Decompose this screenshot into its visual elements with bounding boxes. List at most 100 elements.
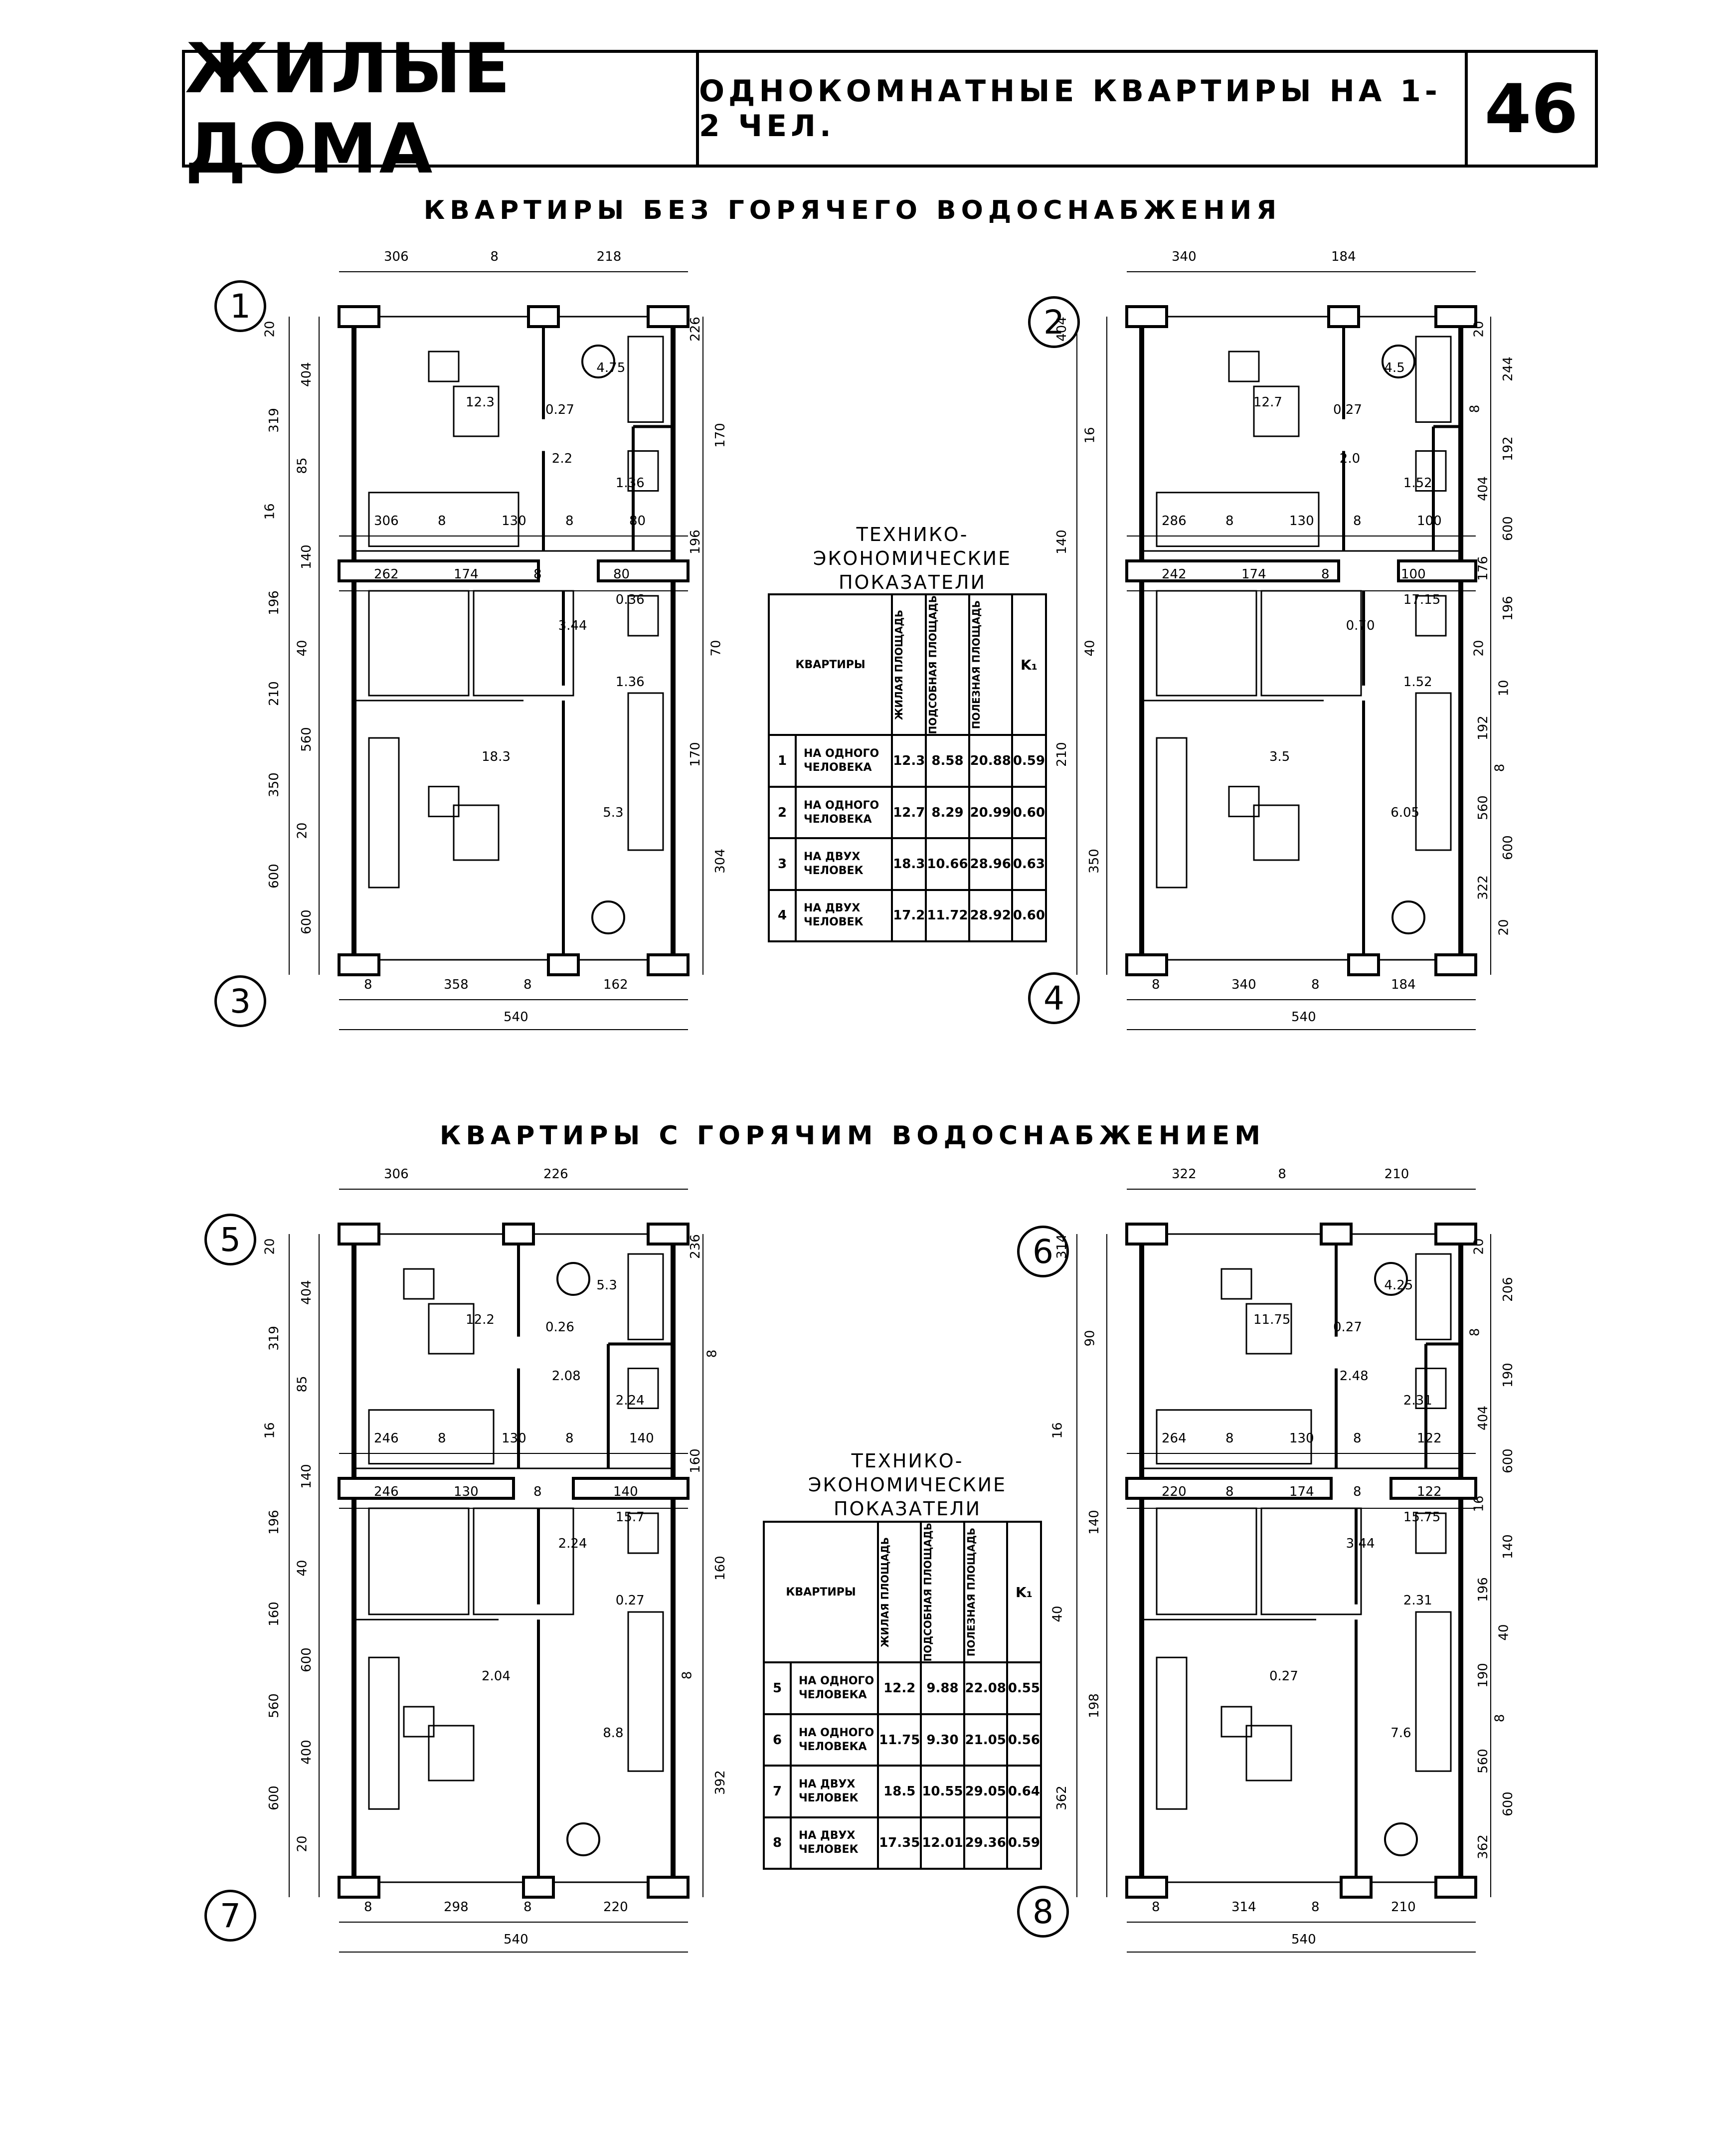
plan-3-kitchen-unit (627, 1611, 664, 1772)
dim-mid-label: 246 (374, 1431, 399, 1446)
k1-value-cell: 0.63 (1011, 837, 1047, 891)
plan-4-kitchen-unit (1415, 1611, 1452, 1772)
dim-right-label: 304 (712, 848, 728, 874)
dim-bottom-label: 210 (1391, 1900, 1416, 1915)
dim-left-label: 404 (299, 1280, 314, 1305)
plan-4-pier (1320, 1223, 1353, 1246)
plan-2-sink (1382, 345, 1415, 378)
dim-right-label: 244 (1500, 357, 1516, 381)
dim-bottom-label: 220 (603, 1900, 628, 1915)
useful-area-cell: 21.05 (963, 1713, 1008, 1767)
dim-left-label: 85 (295, 1376, 310, 1393)
dim-right-label: 600 (1500, 1791, 1516, 1816)
dim-right-label: 362 (1475, 1834, 1491, 1859)
dim-left-label: 319 (266, 1326, 282, 1351)
plan-3-bath-fixture (627, 1512, 659, 1554)
plan-3-kitchen-unit (627, 1253, 664, 1340)
column-header-useful-area: ПОЛЕЗНАЯ ПЛОЩАДЬ (963, 1520, 1008, 1664)
dim-mid-label: 8 (1225, 1484, 1234, 1499)
plan-4-table (1245, 1303, 1292, 1355)
dim-bottom-label: 8 (364, 1900, 372, 1915)
dim-mid-label: 8 (438, 514, 446, 529)
plan-1-bed (368, 590, 470, 697)
plan-4-sink (1374, 1262, 1408, 1296)
plan-2-pier (1347, 953, 1380, 976)
dim-right-label: 392 (712, 1770, 728, 1795)
room-area-label: 2.31 (1403, 1593, 1432, 1608)
plan-1-sink (581, 345, 615, 378)
plan-3-pier (647, 1876, 690, 1899)
room-area-label: 2.2 (551, 451, 573, 466)
k1-value-cell: 0.55 (1006, 1661, 1042, 1715)
dim-mid-label: 220 (1162, 1484, 1187, 1499)
auxiliary-area-cell: 10.55 (920, 1765, 965, 1818)
plan-2-chair (1228, 351, 1260, 382)
room-area-label: 15.75 (1403, 1509, 1441, 1525)
dim-mid-label: 8 (1225, 1431, 1234, 1446)
room-area-label: 2.08 (551, 1368, 581, 1384)
room-area-label: 0.27 (1269, 1669, 1298, 1684)
plan-4-pier (1340, 1876, 1373, 1899)
dim-right-label: 140 (1500, 1534, 1516, 1559)
dim-left-label: 404 (1054, 317, 1069, 342)
room-area-label: 2.0 (1339, 451, 1361, 466)
dim-right-label: 196 (1500, 596, 1516, 621)
plan-1-bed (473, 590, 574, 697)
living-area-cell: 17.2 (891, 889, 927, 943)
dim-right-label: 600 (1500, 1448, 1516, 1473)
plan-3-sink (556, 1262, 590, 1296)
dim-left-label: 140 (299, 544, 314, 569)
dim-right-label: 20 (1471, 321, 1487, 338)
dim-top-label: 8 (490, 249, 499, 264)
apartment-number-cell: 3 (768, 837, 797, 891)
dim-total-label: 540 (504, 1010, 528, 1025)
indicators-heading-1-line2: ПОКАЗАТЕЛИ (838, 571, 987, 593)
plan-badge-4: 4 (1028, 972, 1080, 1024)
column-header-apartments: КВАРТИРЫ (762, 1520, 879, 1664)
plan-2-wardrobe (1156, 737, 1188, 889)
dim-left-label: 16 (262, 1422, 278, 1439)
apartment-number-cell: 1 (768, 734, 797, 788)
room-area-label: 18.3 (482, 749, 511, 764)
dim-mid-label: 246 (374, 1484, 399, 1499)
dim-left-label: 210 (266, 681, 282, 707)
dim-left-label: 16 (1082, 427, 1098, 444)
plan-4-chair (1220, 1268, 1252, 1300)
room-area-label: 3.44 (1346, 1536, 1375, 1551)
living-area-cell: 12.7 (891, 785, 927, 840)
dim-right-label: 40 (1496, 1624, 1512, 1641)
dim-top-label: 306 (384, 1167, 409, 1182)
plan-badge-2: 2 (1028, 296, 1080, 348)
column-header-apartments: КВАРТИРЫ (767, 593, 893, 736)
dim-bottom-label: 8 (1311, 977, 1320, 992)
apartment-number-cell: 2 (768, 785, 797, 840)
dim-left-label: 600 (299, 1647, 314, 1673)
useful-area-cell: 20.88 (968, 734, 1013, 788)
plan-4-pier (1125, 1223, 1168, 1246)
plan-2-kitchen-unit (1415, 336, 1452, 423)
dim-mid-label: 122 (1417, 1484, 1442, 1499)
plan-2-pier (1434, 953, 1477, 976)
dim-mid-label: 174 (1289, 1484, 1314, 1499)
k1-value-cell: 0.59 (1011, 734, 1047, 788)
dim-left-label: 40 (295, 1560, 310, 1577)
plan-2-chair (1228, 786, 1260, 817)
plan-4-pier (1434, 1223, 1477, 1246)
plan-2-kitchen-unit (1415, 692, 1452, 851)
room-area-label: 2.24 (615, 1393, 645, 1408)
plan-1-slab (597, 559, 690, 582)
column-header-auxiliary-area: ПОДСОБНАЯ ПЛОЩАДЬ (920, 1520, 965, 1664)
plan-3-sink (566, 1822, 600, 1856)
plan-3-table (428, 1725, 475, 1782)
dim-mid-label: 286 (1162, 514, 1187, 529)
dim-mid-label: 264 (1162, 1431, 1187, 1446)
room-area-label: 0.27 (615, 1593, 645, 1608)
dim-right-label: 192 (1475, 715, 1491, 740)
plan-1-pier (547, 953, 580, 976)
